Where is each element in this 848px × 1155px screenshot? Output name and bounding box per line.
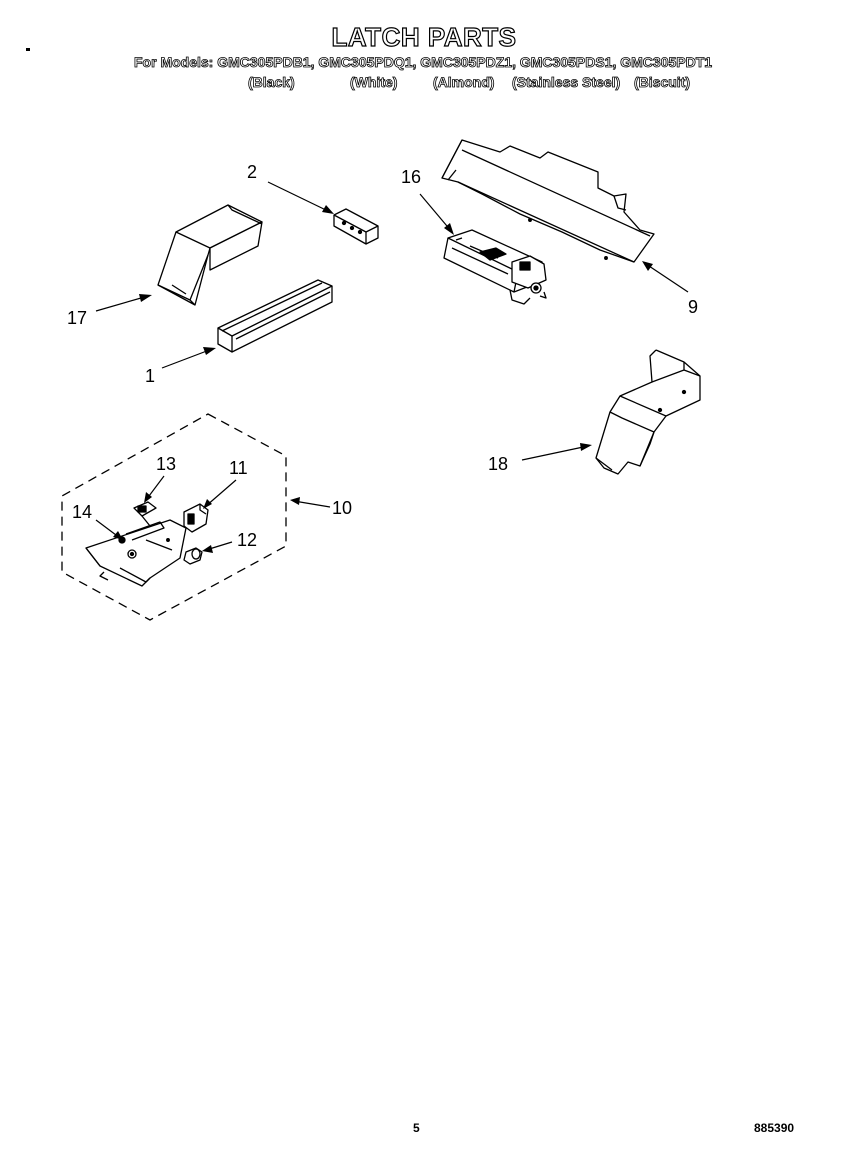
- part-11-switch: [183, 503, 209, 533]
- part-1-strip: [217, 279, 333, 353]
- callout-18: 18: [488, 454, 508, 474]
- callout-10: 10: [332, 498, 352, 518]
- callout-2: 2: [247, 162, 257, 182]
- corner-mark: [26, 48, 30, 51]
- callout-17: 17: [67, 308, 87, 328]
- callout-12: 12: [237, 530, 257, 550]
- part-17-cover: [157, 204, 263, 306]
- color-label-almond: (Almond): [433, 74, 495, 91]
- part-18-bracket: [595, 349, 701, 475]
- part-16-latch-assembly: [443, 229, 547, 305]
- page-number: 5: [413, 1121, 420, 1135]
- page-title: LATCH PARTS: [331, 21, 517, 52]
- callout-13: 13: [156, 454, 176, 474]
- part-12-spacer: [183, 547, 203, 565]
- callout-labels: 2 16 17 1 9 18 13 11 10 14 12: [67, 162, 698, 550]
- callout-14: 14: [72, 502, 92, 522]
- assembly-base-plate: [85, 519, 187, 587]
- callout-11: 11: [229, 458, 248, 478]
- color-label-stainless: (Stainless Steel): [512, 74, 621, 91]
- document-number: 885390: [754, 1121, 795, 1135]
- callout-1: 1: [145, 366, 155, 386]
- callout-9: 9: [688, 297, 698, 317]
- color-label-biscuit: (Biscuit): [634, 74, 691, 91]
- part-2-block: [333, 208, 379, 245]
- callout-16: 16: [401, 167, 421, 187]
- models-line: For Models: GMC305PDB1, GMC305PDQ1, GMC3…: [134, 54, 713, 71]
- part-13-switch: [133, 501, 157, 527]
- leader-lines: [95, 181, 689, 553]
- color-label-black: (Black): [248, 74, 295, 91]
- color-label-white: (White): [350, 74, 398, 91]
- part-9-bracket: [441, 139, 655, 263]
- part-10-assembly-outline: [61, 413, 287, 621]
